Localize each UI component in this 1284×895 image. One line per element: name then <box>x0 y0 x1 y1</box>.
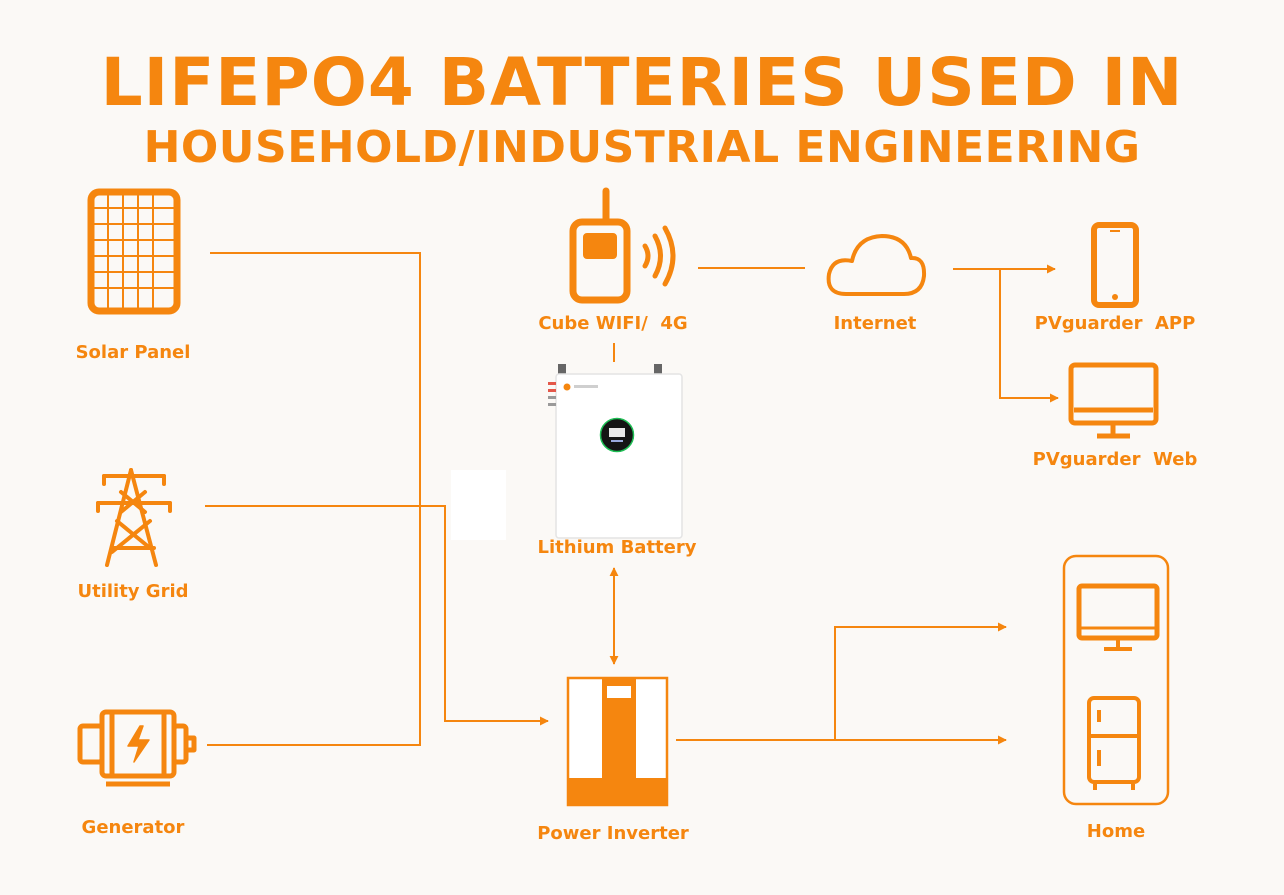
power-inverter-label: Power Inverter <box>537 823 689 844</box>
monitor-icon <box>1068 362 1159 439</box>
generator-icon <box>77 709 197 787</box>
generator-label: Generator <box>81 817 185 838</box>
internet-to-web-arrow <box>999 269 1059 403</box>
cloud-icon <box>826 234 927 296</box>
transmission-tower-icon <box>96 468 172 567</box>
grid-to-inverter-arrow <box>205 505 549 726</box>
walkie-talkie-signal-icon <box>569 187 676 304</box>
lithium-battery-label: Lithium Battery <box>537 537 697 558</box>
power-inverter-icon <box>566 676 669 807</box>
internet-label: Internet <box>833 313 917 334</box>
utility-grid-label: Utility Grid <box>77 581 189 602</box>
title-line-2: HOUSEHOLD/INDUSTRIAL ENGINEERING <box>143 122 1141 173</box>
lithium-battery-image <box>451 364 683 540</box>
solar-to-bus-line <box>207 252 421 746</box>
tv-icon <box>1076 583 1160 651</box>
home-label: Home <box>1086 821 1146 842</box>
pvguarder-web-label: PVguarder Web <box>1032 449 1198 470</box>
connector-lines <box>205 252 1059 746</box>
home-appliances-icon <box>1062 554 1170 806</box>
smartphone-icon <box>1091 222 1139 308</box>
refrigerator-icon <box>1087 696 1141 790</box>
cube-wifi-label: Cube WIFI/ 4G <box>538 313 688 334</box>
inverter-to-tv-arrow <box>834 622 1007 740</box>
title-line-1: LIFEPO4 BATTERIES USED IN <box>100 44 1184 121</box>
solar-panel-label: Solar Panel <box>75 342 191 363</box>
pvguarder-app-label: PVguarder APP <box>1034 313 1196 334</box>
solar-panel-icon <box>87 188 181 315</box>
